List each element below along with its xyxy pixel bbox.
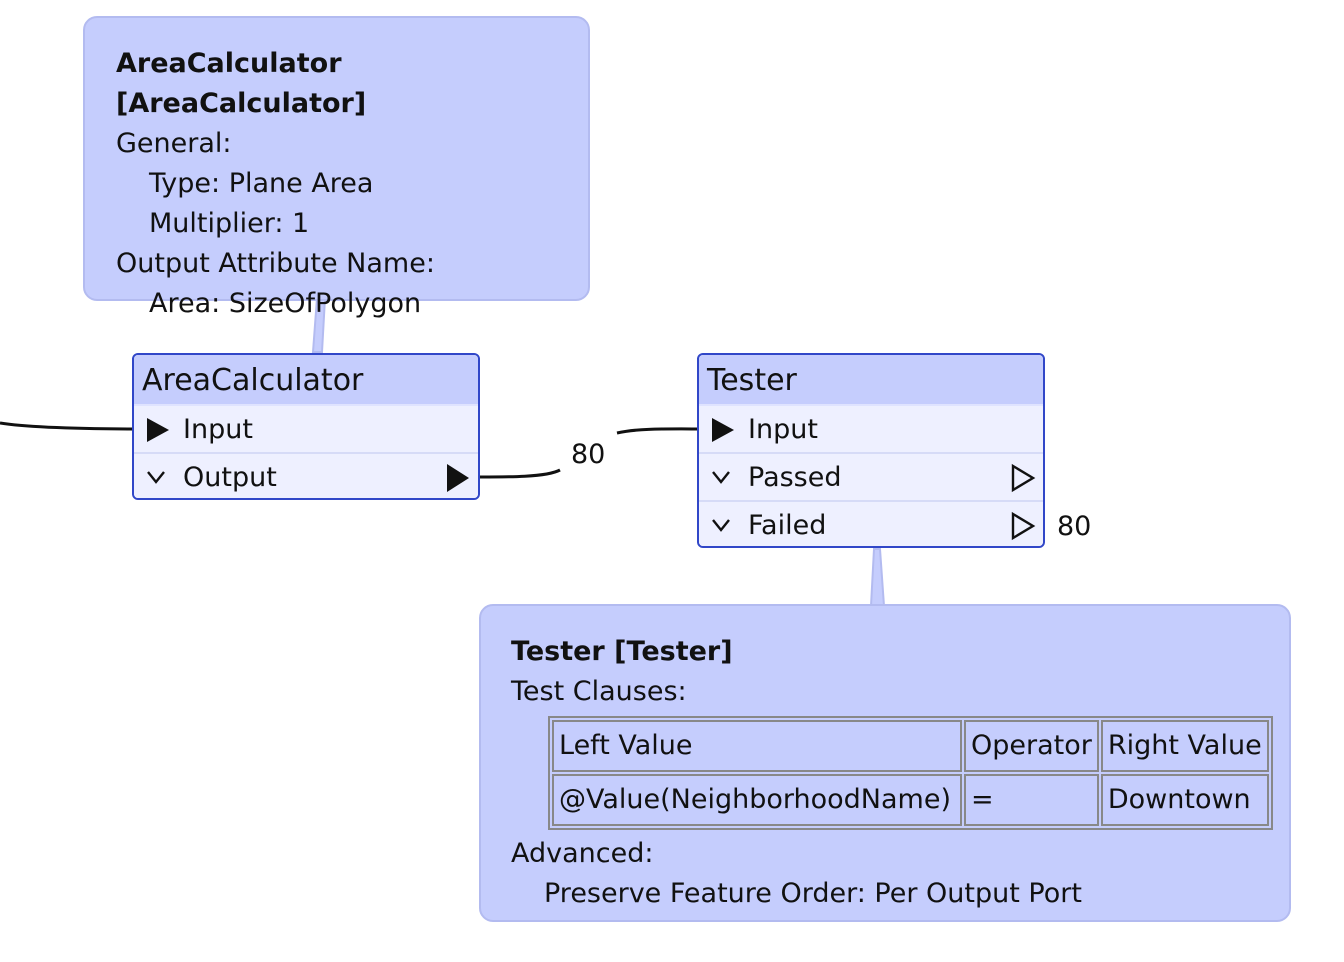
tester-node[interactable]: Tester Input Passed Failed [697, 353, 1045, 548]
column-header: Right Value [1100, 720, 1269, 772]
preserve-order-parameter: Preserve Feature Order: Per Output Port [544, 878, 1082, 909]
advanced-label: Advanced: [511, 838, 654, 869]
area-attribute-parameter: Area: SizeOfPolygon [149, 288, 422, 319]
failed-port[interactable]: Failed [699, 502, 1043, 548]
node-title[interactable]: Tester [699, 355, 1043, 406]
input-port-label: Input [183, 414, 253, 445]
table-header-row: Left Value Operator Right Value [552, 720, 1269, 772]
input-port[interactable]: Input [699, 406, 1043, 454]
output-attribute-label: Output Attribute Name: [116, 248, 435, 279]
test-clauses-table: Left Value Operator Right Value @Value(N… [548, 716, 1273, 830]
general-label: General: [116, 128, 232, 159]
passed-port[interactable]: Passed [699, 454, 1043, 502]
output-port[interactable]: Output [134, 454, 478, 500]
passed-port-label: Passed [748, 462, 842, 493]
test-clauses-label: Test Clauses: [511, 676, 687, 707]
area-calculator-annotation[interactable]: AreaCalculator [AreaCalculator] General:… [83, 16, 590, 319]
connection-feature-count: 80 [571, 439, 606, 470]
area-calculator-node[interactable]: AreaCalculator Input Output [132, 353, 480, 500]
chevron-down-icon[interactable] [709, 454, 735, 502]
type-parameter: Type: Plane Area [149, 168, 374, 199]
outline-triangle-icon[interactable] [1008, 502, 1038, 548]
column-header: Operator [964, 720, 1099, 772]
incoming-connection[interactable] [0, 421, 149, 431]
tester-annotation-pointer [869, 548, 886, 607]
table-cell: = [964, 774, 1099, 826]
node-title[interactable]: AreaCalculator [134, 355, 478, 406]
output-port-icon[interactable] [443, 454, 473, 500]
multiplier-parameter: Multiplier: 1 [149, 208, 310, 239]
chevron-down-icon[interactable] [144, 454, 170, 500]
tester-annotation[interactable]: Tester [Tester] Test Clauses: Left Value… [479, 604, 1291, 922]
annotation-title: Tester [Tester] [511, 636, 733, 667]
input-port-label: Input [748, 414, 818, 445]
table-cell: Downtown [1100, 774, 1269, 826]
outline-triangle-icon[interactable] [1008, 454, 1038, 502]
chevron-down-icon[interactable] [709, 502, 735, 548]
input-port[interactable]: Input [134, 406, 478, 454]
output-port-label: Output [183, 462, 277, 493]
input-port-icon [147, 418, 169, 442]
failed-feature-count: 80 [1057, 511, 1092, 542]
column-header: Left Value [552, 720, 962, 772]
table-row: @Value(NeighborhoodName) = Downtown [552, 774, 1269, 826]
input-port-icon [712, 418, 734, 442]
failed-port-label: Failed [748, 510, 827, 541]
table-cell: @Value(NeighborhoodName) [552, 774, 962, 826]
annotation-title: AreaCalculator [AreaCalculator] [116, 48, 367, 119]
